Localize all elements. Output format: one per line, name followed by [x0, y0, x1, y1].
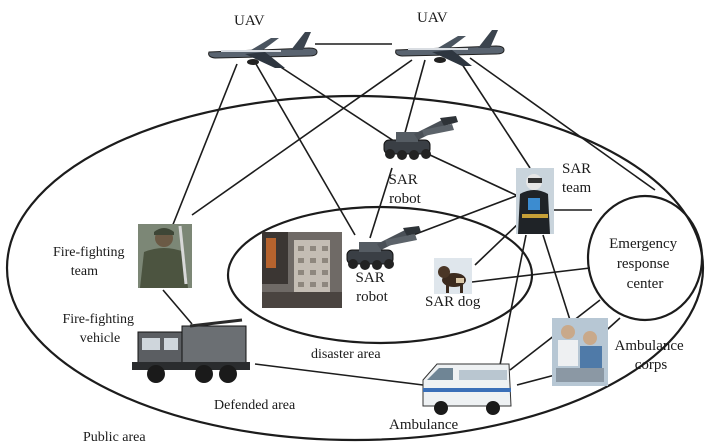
sar-team-photo — [516, 168, 554, 234]
uav-label-right: UAV — [417, 10, 448, 26]
emergency-center-circle — [586, 194, 704, 322]
sar-dog-label: SAR dog — [425, 294, 481, 310]
sar-robot-bottom-label: SAR robot — [356, 270, 389, 305]
sar-robot-icon — [383, 116, 458, 160]
fire-fighting-team-photo — [138, 224, 192, 288]
ambulance-corps-label: Ambulance corps — [615, 338, 688, 373]
ambulance-label: Ambulance — [389, 417, 458, 433]
connection-lines — [162, 43, 656, 386]
fire-fighting-vehicle-icon — [132, 318, 250, 383]
public-area-label: Public area — [83, 430, 146, 445]
ambulance-icon — [422, 363, 512, 415]
uav-label-left: UAV — [234, 13, 265, 29]
sar-dog-photo — [434, 258, 472, 294]
ambulance-corps-photo — [552, 318, 608, 386]
emergency-center-label: Emergency response center — [609, 236, 681, 292]
building-photo — [262, 232, 342, 308]
defended-area-label: Defended area — [214, 398, 296, 413]
disaster-area-label: disaster area — [311, 347, 381, 362]
sar-team-label: SAR team — [562, 161, 595, 196]
fire-fighting-vehicle-label: Fire-fighting vehicle — [62, 312, 137, 346]
public-area-boundary — [5, 94, 705, 442]
uav-icon — [395, 30, 505, 66]
fire-fighting-team-label: Fire-fighting team — [53, 245, 128, 279]
sar-robot-top-label: SAR robot — [389, 172, 422, 207]
sar-robot-icon — [346, 226, 421, 270]
uav-icon — [208, 32, 318, 68]
